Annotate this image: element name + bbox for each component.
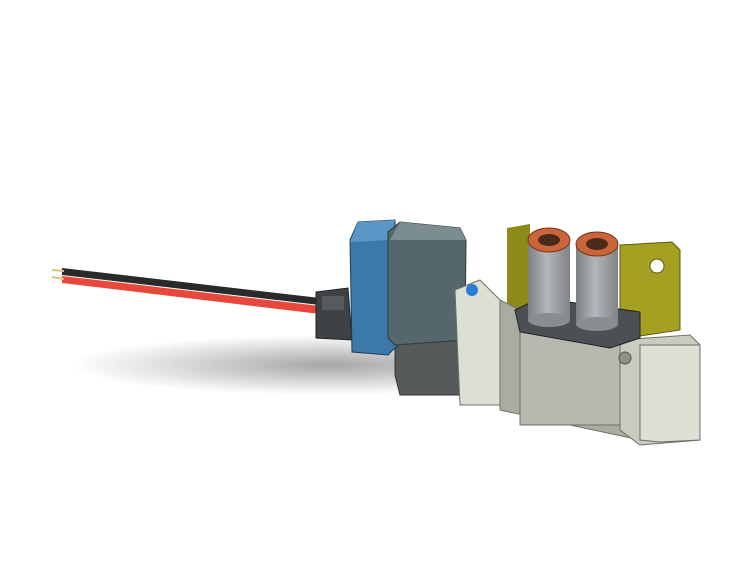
- push-fitting-left: [527, 227, 571, 327]
- connector-plug: [315, 287, 353, 341]
- coil-cover: [349, 219, 399, 356]
- push-fitting-right: [575, 231, 619, 331]
- solenoid-coil: [387, 221, 467, 346]
- indicator-light: [466, 284, 478, 296]
- screw-head: [618, 351, 632, 365]
- bracket-hole: [649, 258, 665, 274]
- lead-wires: [51, 268, 320, 314]
